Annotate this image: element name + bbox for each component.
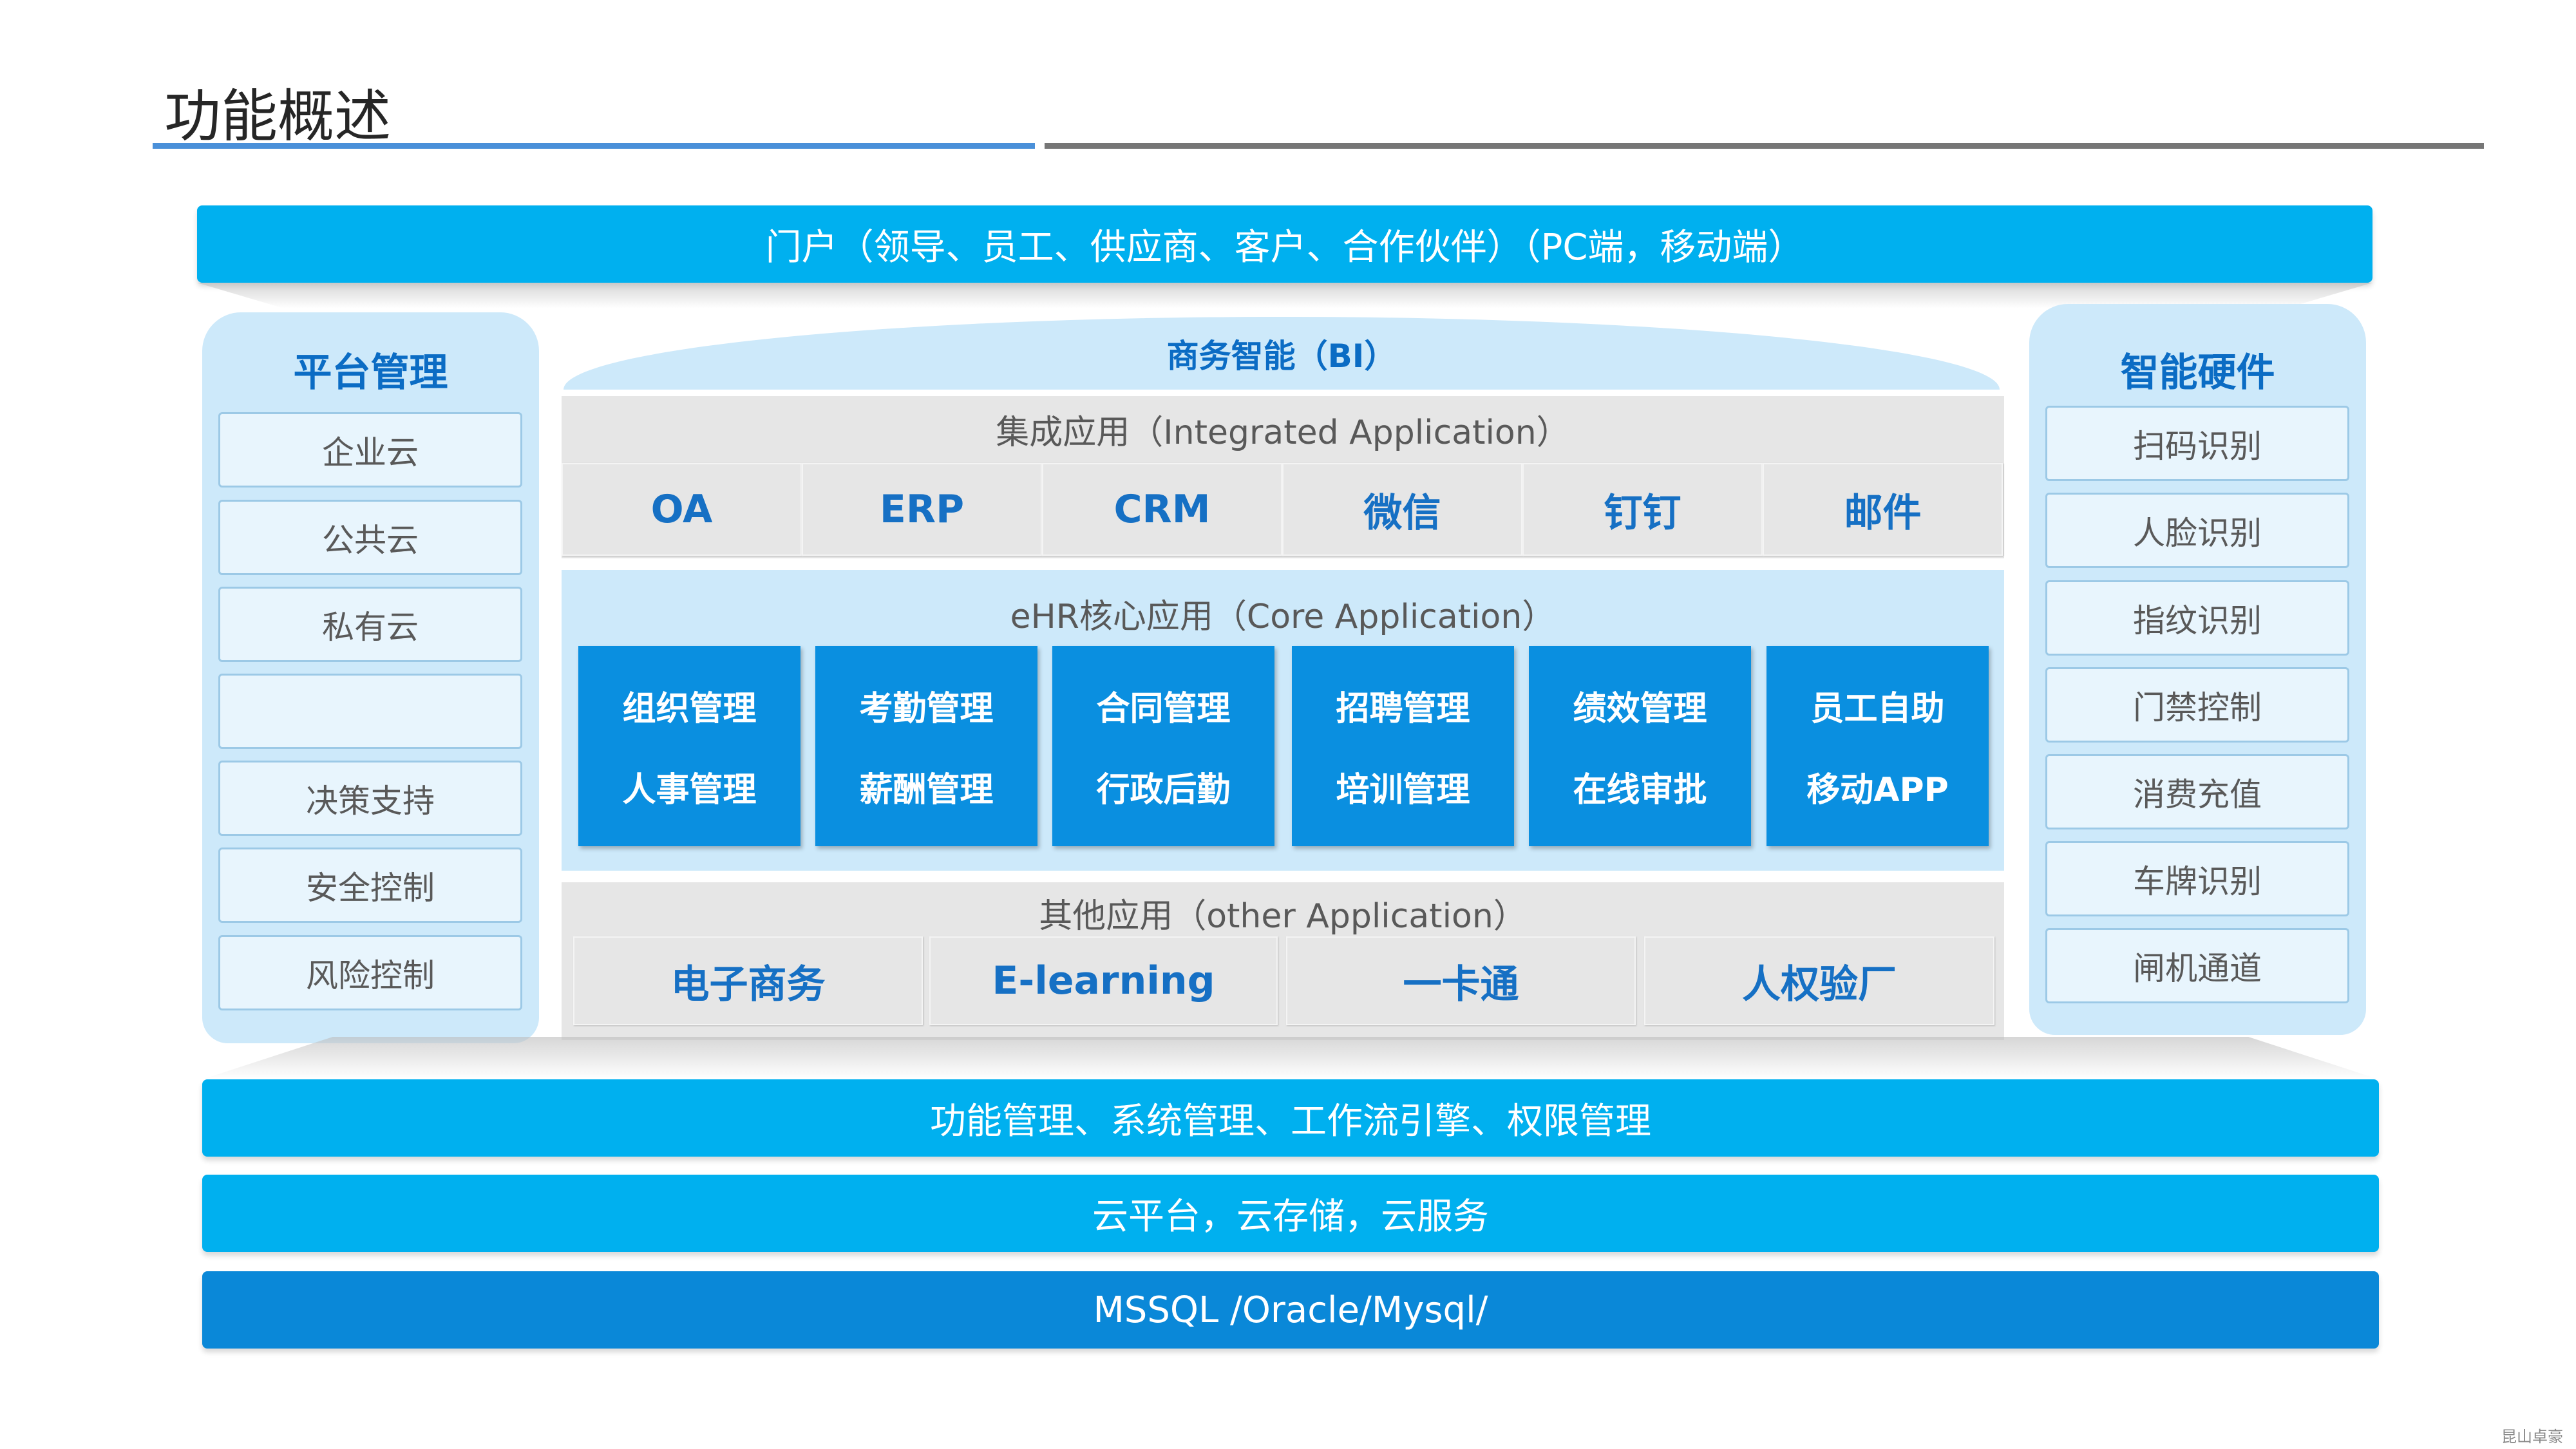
hardware-item: 门禁控制 xyxy=(2045,667,2349,743)
integrated-app-cell: 钉钉 xyxy=(1522,463,1763,556)
portal-shadow xyxy=(197,283,2372,308)
integrated-app-cell: 邮件 xyxy=(1763,463,2003,556)
core-module-box: 招聘管理培训管理 xyxy=(1292,646,1514,846)
core-module-box: 组织管理人事管理 xyxy=(578,646,800,846)
core-module-label: 在线审批 xyxy=(1573,770,1707,810)
platform-item: 公共云 xyxy=(218,500,522,575)
core-module-label: 考勤管理 xyxy=(859,690,994,729)
page-title: 功能概述 xyxy=(164,83,392,149)
portal-bar: 门户（领导、员工、供应商、客户、合作伙伴）（PC端，移动端） xyxy=(197,205,2372,283)
hardware-item: 指纹识别 xyxy=(2045,580,2349,656)
watermark: 昆山卓豪 xyxy=(2501,1428,2563,1446)
section-title: 其他应用（other Application） xyxy=(1039,897,1527,936)
integrated-app-cell: ERP xyxy=(802,463,1042,556)
core-module-label: 员工自助 xyxy=(1810,690,1945,729)
core-module-label: 移动APP xyxy=(1806,770,1949,810)
platform-item: 风险控制 xyxy=(218,935,522,1010)
hardware-item: 闸机通道 xyxy=(2045,928,2349,1003)
core-module-box: 考勤管理薪酬管理 xyxy=(815,646,1037,846)
platform-item: 企业云 xyxy=(218,412,522,488)
core-module-label: 行政后勤 xyxy=(1096,770,1231,810)
other-app-cell: 人权验厂 xyxy=(1644,936,1994,1025)
core-module-box: 合同管理行政后勤 xyxy=(1052,646,1274,846)
platform-item: 决策支持 xyxy=(218,761,522,836)
function-management-bar: 功能管理、系统管理、工作流引擎、权限管理 xyxy=(202,1079,2379,1157)
section-title: eHR核心应用（Core Application） xyxy=(1010,598,1556,636)
title-underline-blue xyxy=(153,143,1035,149)
hardware-item: 人脸识别 xyxy=(2045,493,2349,568)
platform-item: 安全控制 xyxy=(218,848,522,923)
section-title: 集成应用（Integrated Application） xyxy=(996,413,1570,452)
hardware-item: 消费充值 xyxy=(2045,754,2349,829)
core-module-label: 合同管理 xyxy=(1096,690,1231,729)
core-module-label: 招聘管理 xyxy=(1336,690,1470,729)
other-app-cell: 电子商务 xyxy=(573,936,923,1025)
other-app-cell: E-learning xyxy=(929,936,1278,1025)
cloud-platform-bar: 云平台，云存储，云服务 xyxy=(202,1175,2379,1252)
core-module-box: 绩效管理在线审批 xyxy=(1529,646,1751,846)
panel-title: 平台管理 xyxy=(293,350,448,395)
integrated-app-cell: CRM xyxy=(1042,463,1282,556)
other-app-cell: 一卡通 xyxy=(1286,936,1636,1025)
platform-item: 私有云 xyxy=(218,587,522,662)
core-module-label: 人事管理 xyxy=(622,770,757,810)
core-module-label: 绩效管理 xyxy=(1573,690,1707,729)
business-intelligence-header: 商务智能（BI） xyxy=(564,317,2000,390)
base-shadow xyxy=(202,1037,2379,1079)
hardware-item: 车牌识别 xyxy=(2045,841,2349,916)
core-module-label: 薪酬管理 xyxy=(859,770,994,810)
core-module-box: 员工自助移动APP xyxy=(1766,646,1989,846)
integrated-app-cell: OA xyxy=(562,463,802,556)
core-module-label: 培训管理 xyxy=(1336,770,1470,810)
integrated-app-cell: 微信 xyxy=(1282,463,1522,556)
title-underline-gray xyxy=(1045,143,2484,149)
hardware-item: 扫码识别 xyxy=(2045,406,2349,481)
panel-title: 智能硬件 xyxy=(2120,350,2275,395)
ehr-core-section: eHR核心应用（Core Application） 组织管理人事管理考勤管理薪酬… xyxy=(562,570,2004,871)
platform-item xyxy=(218,674,522,749)
database-bar: MSSQL /Oracle/Mysql/ xyxy=(202,1271,2379,1349)
core-module-label: 组织管理 xyxy=(622,690,757,729)
